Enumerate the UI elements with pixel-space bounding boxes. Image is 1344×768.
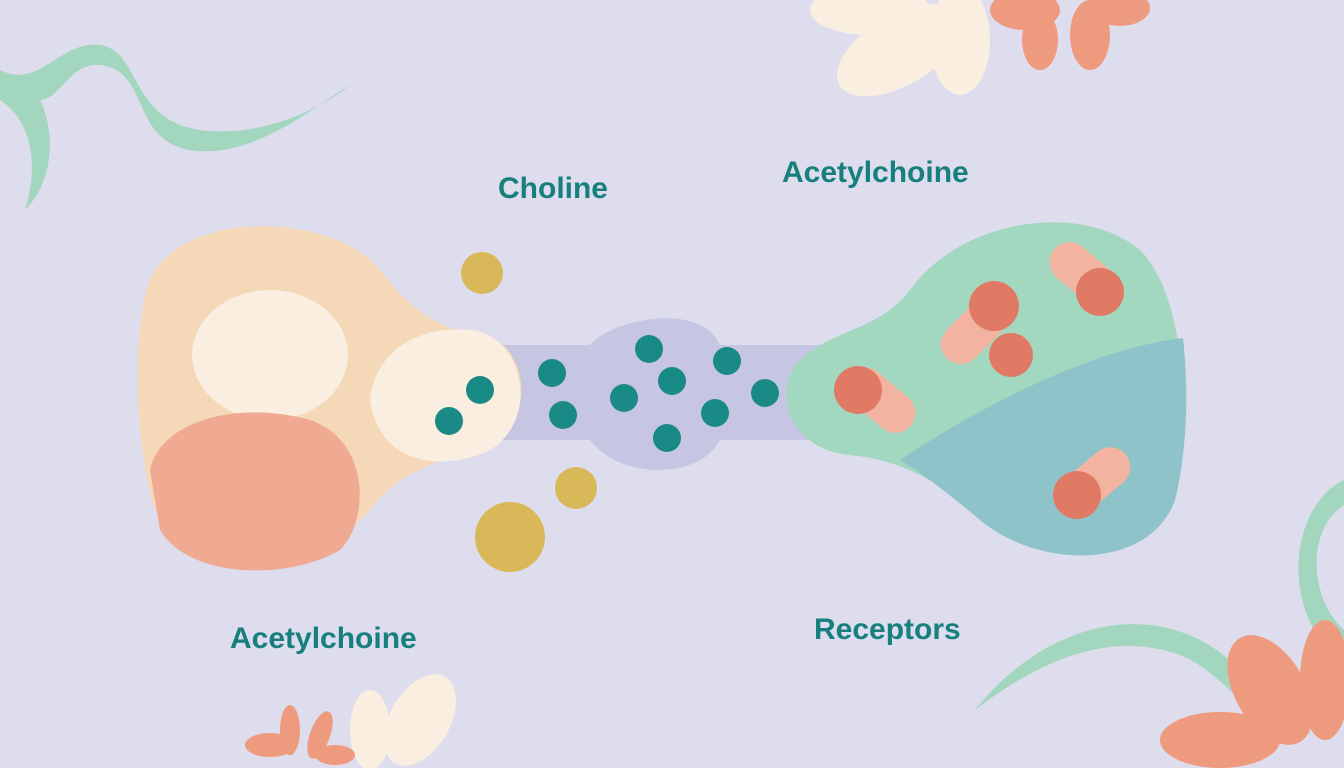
vine-top-left [0,44,350,211]
acetylcholine-bottom-label: Acetylchoine [230,622,417,655]
receptor [989,333,1033,377]
presynaptic-terminal [137,226,522,571]
flower-top-right [810,0,1150,97]
receptors-label: Receptors [814,613,961,646]
flower-bottom-right [1160,620,1344,768]
receptor [1049,242,1124,316]
vine-bottom-right [975,624,1300,740]
postsynaptic-terminal [786,222,1187,556]
receptor [940,281,1019,365]
vine-right [1298,480,1344,660]
acetylcholine-molecules [538,335,779,452]
flower-bottom-left [245,674,457,768]
receptor [834,366,916,433]
receptor [1053,447,1131,519]
acetylcholine-top-label: Acetylchoine [782,156,969,189]
synaptic-cleft [480,318,840,470]
choline-molecules [461,252,597,572]
choline-label: Choline [498,172,608,205]
